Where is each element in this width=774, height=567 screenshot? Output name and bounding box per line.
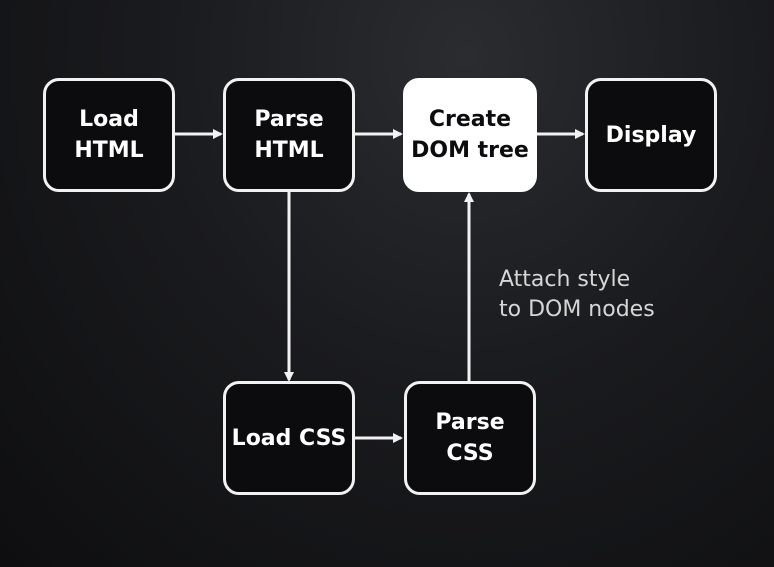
display-label: Display xyxy=(605,122,697,148)
parse-html-label: Parse HTML xyxy=(254,107,324,163)
parse-css-label: Parse CSS xyxy=(435,410,505,466)
parse-html-node: Parse HTML xyxy=(223,78,355,192)
create-dom-tree-label: Create DOM tree xyxy=(411,107,529,163)
display-node: Display xyxy=(585,78,717,192)
load-html-label: Load HTML xyxy=(74,107,144,163)
load-css-node: Load CSS xyxy=(223,381,355,495)
attach-style-annotation: Attach style to DOM nodes xyxy=(499,267,655,322)
load-css-label: Load CSS xyxy=(231,425,347,451)
parse-css-node: Parse CSS xyxy=(404,381,536,495)
load-html-node: Load HTML xyxy=(43,78,175,192)
create-dom-tree-node: Create DOM tree xyxy=(403,78,537,192)
